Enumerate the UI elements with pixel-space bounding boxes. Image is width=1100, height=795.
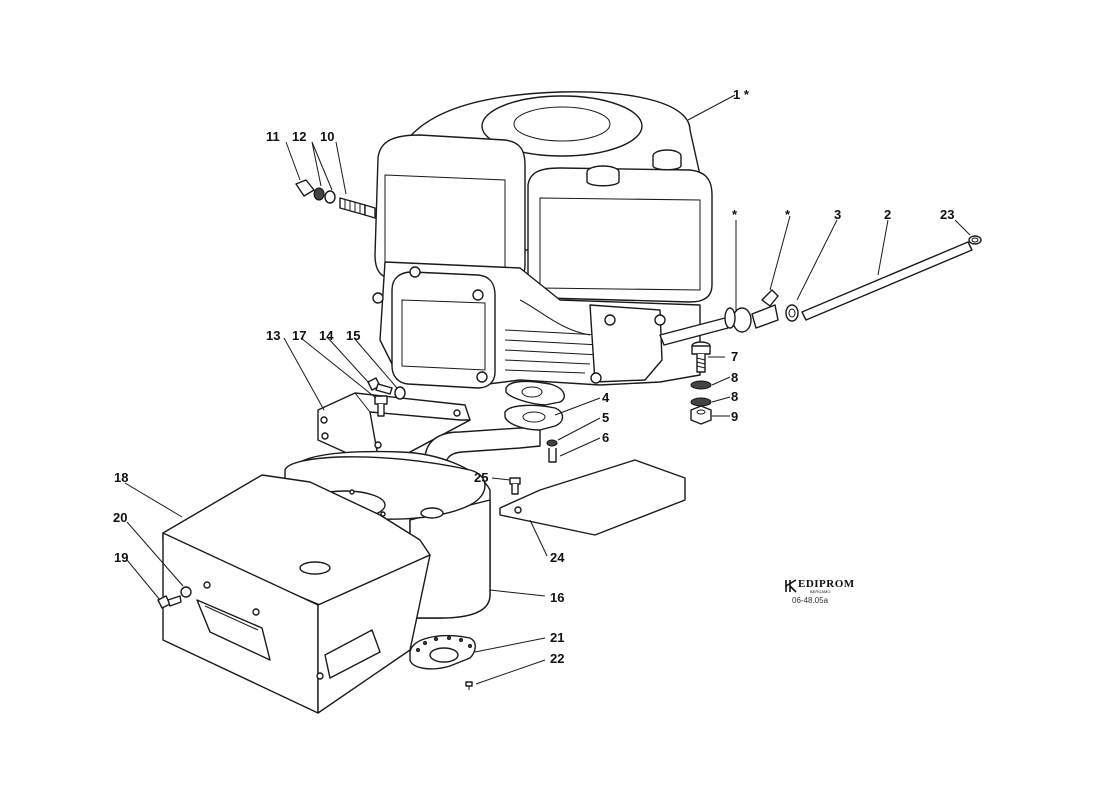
cover-plate [499, 459, 686, 536]
callout-17: 17 [292, 328, 306, 343]
callout-4: 4 [602, 390, 610, 405]
callout-3: 3 [834, 207, 841, 222]
callout-8-lower: 8 [731, 389, 738, 404]
callout-star-a: * [732, 207, 738, 222]
spark-plug-assembly [295, 179, 376, 219]
mount-bolt-stack [690, 341, 712, 425]
flange [409, 635, 476, 690]
callout-10: 10 [320, 129, 334, 144]
publisher-logo: EDIPROM BERGAMO 06-48.05a [785, 578, 855, 605]
callout-13: 13 [266, 328, 280, 343]
callout-7: 7 [731, 349, 738, 364]
callout-1: 1 * [733, 87, 750, 102]
logo-name: EDIPROM [798, 578, 855, 590]
engine-assembly [372, 91, 713, 389]
callout-11: 11 [266, 129, 280, 144]
fuel-line-assembly [659, 235, 982, 346]
logo-mark-icon [785, 579, 797, 593]
callout-5: 5 [602, 410, 609, 425]
callout-22: 22 [550, 651, 564, 666]
callout-6: 6 [602, 430, 609, 445]
callout-8-upper: 8 [731, 370, 738, 385]
fuel-hose [801, 241, 973, 321]
callout-labels: 1 * 2 3 * * 23 11 12 10 7 8 8 9 4 5 6 13… [113, 87, 954, 666]
callout-23: 23 [940, 207, 954, 222]
callout-21: 21 [550, 630, 564, 645]
callout-20: 20 [113, 510, 127, 525]
callout-12: 12 [292, 129, 306, 144]
drawing-code: 06-48.05a [792, 596, 829, 605]
callout-24: 24 [550, 550, 565, 565]
callout-14: 14 [319, 328, 334, 343]
callout-15: 15 [346, 328, 360, 343]
leader-lines [124, 94, 971, 685]
callout-19: 19 [114, 550, 128, 565]
logo-subtitle: BERGAMO [810, 589, 830, 594]
callout-18: 18 [114, 470, 128, 485]
callout-16: 16 [550, 590, 564, 605]
callout-25: 25 [474, 470, 488, 485]
callout-star-b: * [785, 207, 791, 222]
heat-shield [157, 474, 431, 714]
callout-2: 2 [884, 207, 891, 222]
callout-9: 9 [731, 409, 738, 424]
